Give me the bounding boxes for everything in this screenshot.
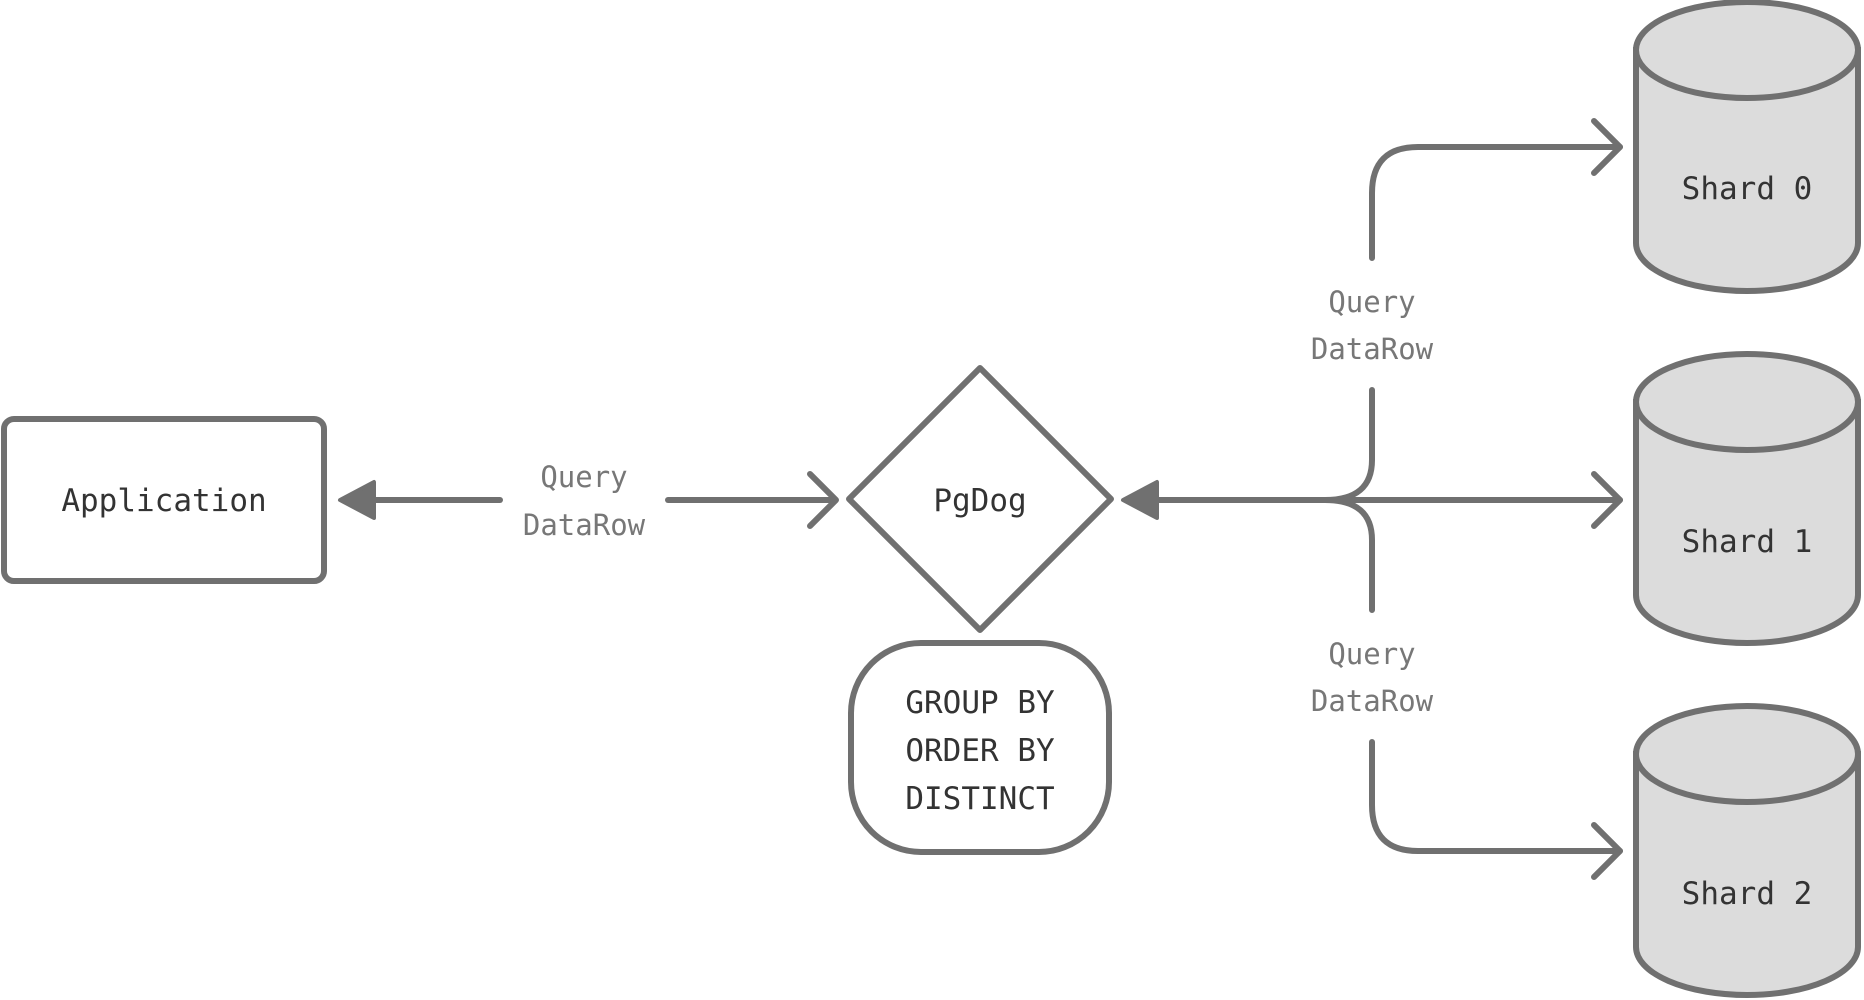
edge-branch-upper-to-shard-0 bbox=[1369, 144, 1623, 261]
arrowhead-to-application bbox=[338, 480, 376, 520]
arrowhead-to-shard-0 bbox=[1591, 118, 1623, 176]
edge-label-query: Query bbox=[540, 460, 627, 494]
shard-1-label: Shard 1 bbox=[1682, 524, 1813, 560]
shard-2-body bbox=[1633, 751, 1861, 998]
edge-pgdog-shards: Query DataRow Query DataRow bbox=[1121, 118, 1623, 880]
application-label: Application bbox=[61, 483, 266, 519]
lower-label-datarow: DataRow bbox=[1311, 684, 1434, 718]
operation-order-by: ORDER BY bbox=[905, 733, 1055, 769]
shard-2-database: Shard 2 bbox=[1633, 703, 1861, 998]
pgdog-node: PgDog bbox=[846, 365, 1114, 633]
arrowhead-to-shard-2 bbox=[1591, 822, 1623, 880]
arrowhead-to-shard-1 bbox=[1591, 471, 1623, 529]
edge-label-datarow: DataRow bbox=[523, 508, 646, 542]
shard-1-database: Shard 1 bbox=[1633, 351, 1861, 646]
operations-node: GROUP BY ORDER BY DISTINCT bbox=[848, 640, 1112, 855]
edge-branch-upper-curve bbox=[1322, 387, 1375, 503]
shard-1-top bbox=[1633, 351, 1861, 453]
upper-label-query: Query bbox=[1328, 285, 1415, 319]
operation-distinct: DISTINCT bbox=[905, 781, 1054, 817]
edge-application-pgdog: Query DataRow bbox=[338, 460, 839, 542]
shard-0-body bbox=[1633, 47, 1861, 294]
arrowhead-to-pgdog bbox=[807, 471, 839, 529]
edge-branch-lower-curve bbox=[1322, 497, 1375, 613]
operation-group-by: GROUP BY bbox=[905, 685, 1055, 721]
shard-2-label: Shard 2 bbox=[1682, 876, 1813, 912]
shard-0-database: Shard 0 bbox=[1633, 0, 1861, 294]
lower-label-query: Query bbox=[1328, 637, 1415, 671]
shard-0-top bbox=[1633, 0, 1861, 101]
pgdog-label: PgDog bbox=[933, 483, 1026, 519]
edge-branch-lower-to-shard-2 bbox=[1369, 739, 1623, 854]
application-node: Application bbox=[1, 416, 327, 584]
shard-0-label: Shard 0 bbox=[1682, 171, 1813, 207]
shard-1-body bbox=[1633, 399, 1861, 646]
upper-label-datarow: DataRow bbox=[1311, 332, 1434, 366]
shard-2-top bbox=[1633, 703, 1861, 805]
